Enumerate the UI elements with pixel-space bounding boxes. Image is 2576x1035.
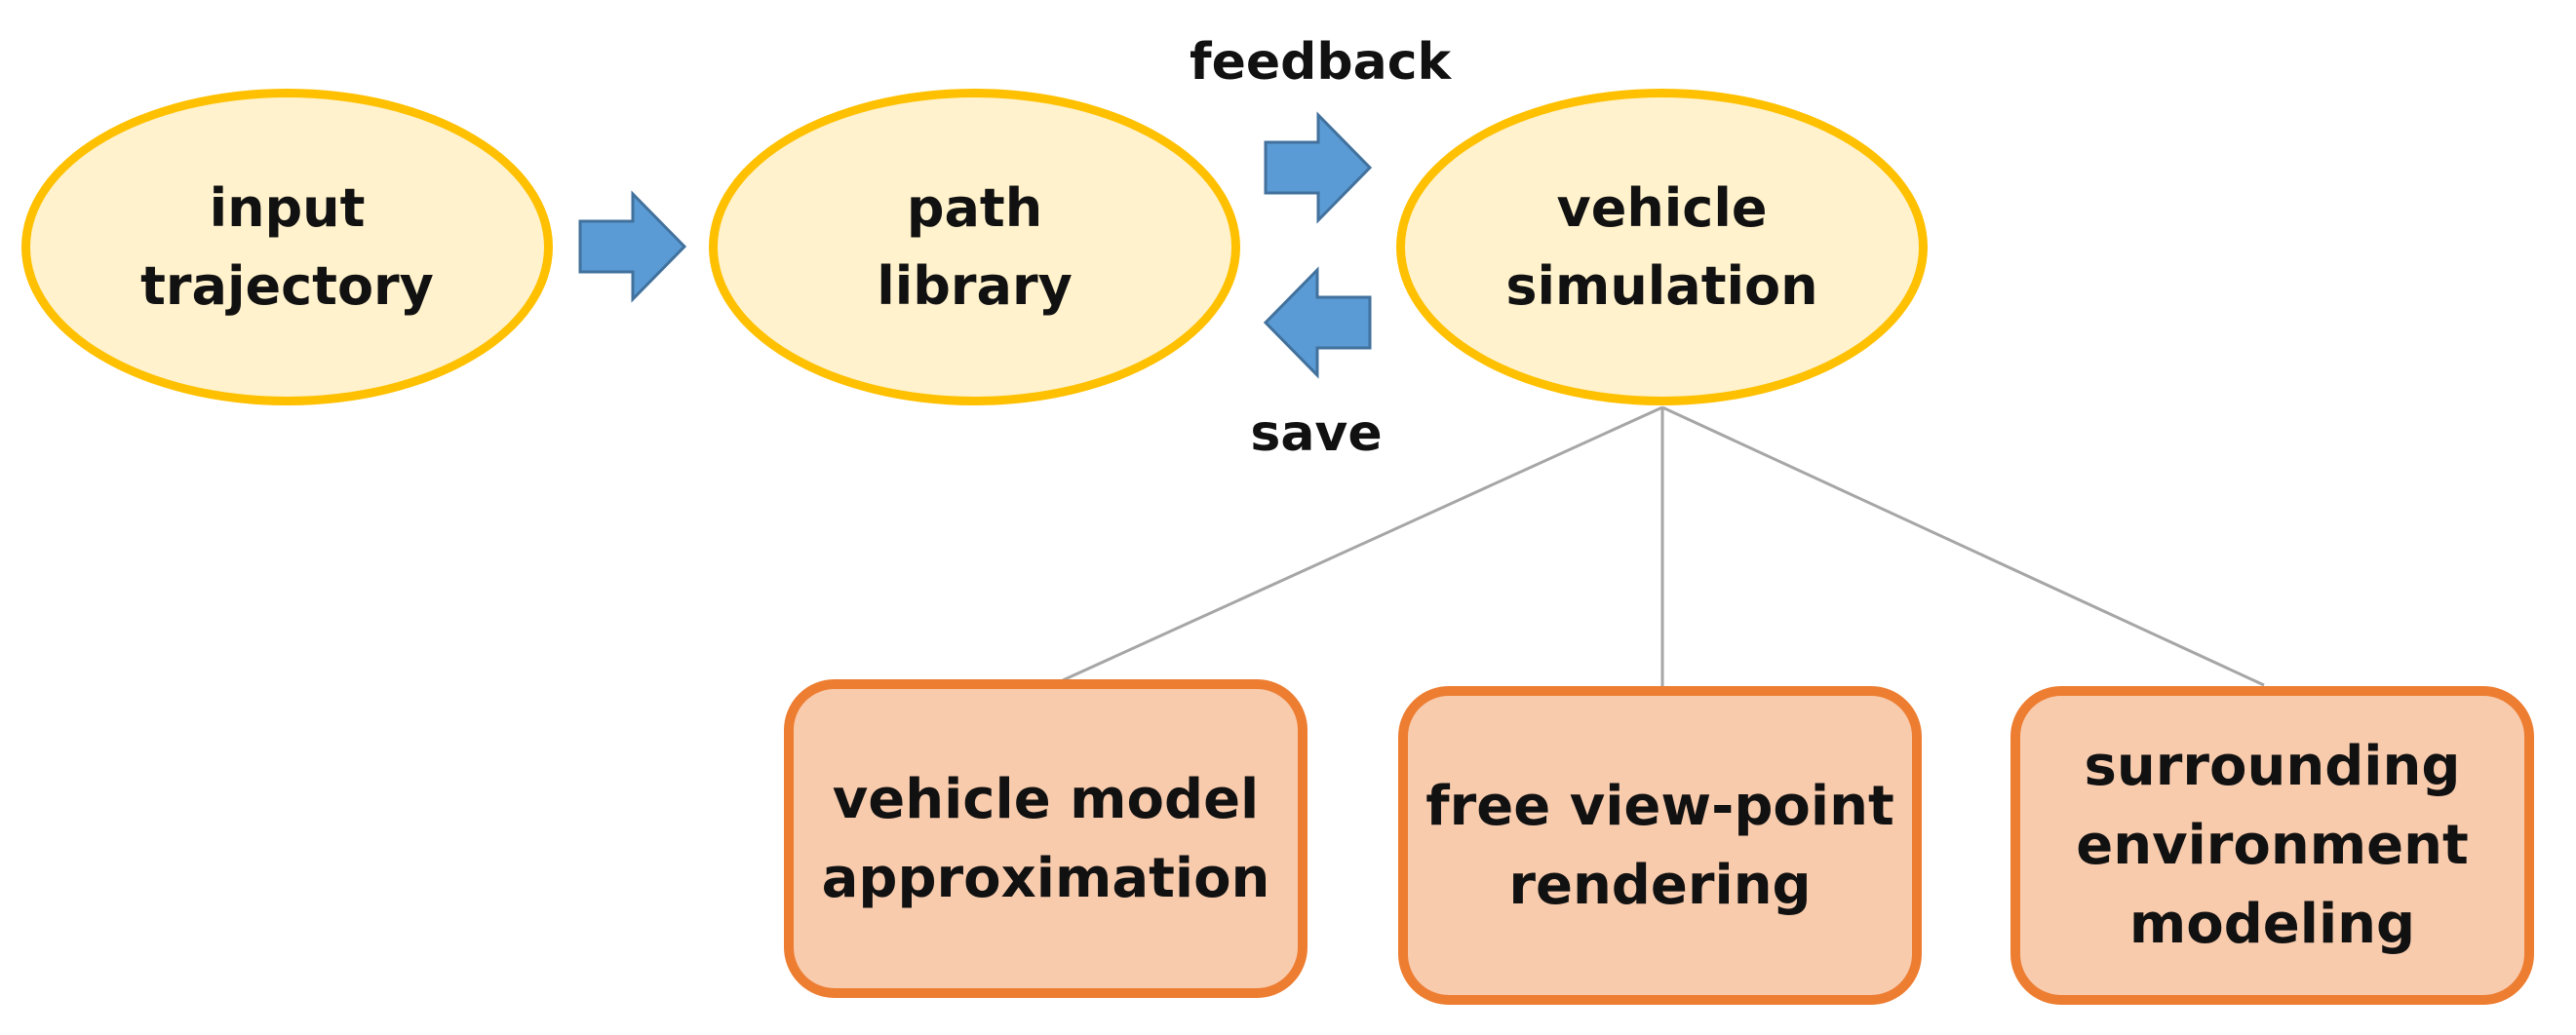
- node-label: surrounding environment modeling: [2076, 735, 2469, 956]
- node-label: path library: [877, 176, 1073, 317]
- node-path-library: path library: [709, 89, 1240, 405]
- node-label: vehicle model approximation: [821, 767, 1270, 910]
- connector-to-surrounding: [1661, 405, 2265, 687]
- feedback-arrow-icon: [1264, 111, 1373, 224]
- node-surrounding-environment-modeling: surrounding environment modeling: [2010, 686, 2534, 1005]
- node-label: vehicle simulation: [1505, 176, 1818, 317]
- save-arrow-icon: [1263, 266, 1372, 379]
- node-free-view-point-rendering: free view-point rendering: [1398, 686, 1922, 1005]
- connector-to-vehicle-model: [1062, 405, 1663, 682]
- right-block-arrow-icon: [578, 190, 687, 303]
- node-label: free view-point rendering: [1425, 774, 1894, 917]
- node-input-trajectory: input trajectory: [21, 89, 553, 405]
- node-vehicle-simulation: vehicle simulation: [1396, 89, 1928, 405]
- save-label: save: [1250, 404, 1383, 463]
- feedback-label: feedback: [1190, 33, 1452, 92]
- node-vehicle-model-approximation: vehicle model approximation: [784, 679, 1308, 998]
- node-label: input trajectory: [140, 176, 434, 317]
